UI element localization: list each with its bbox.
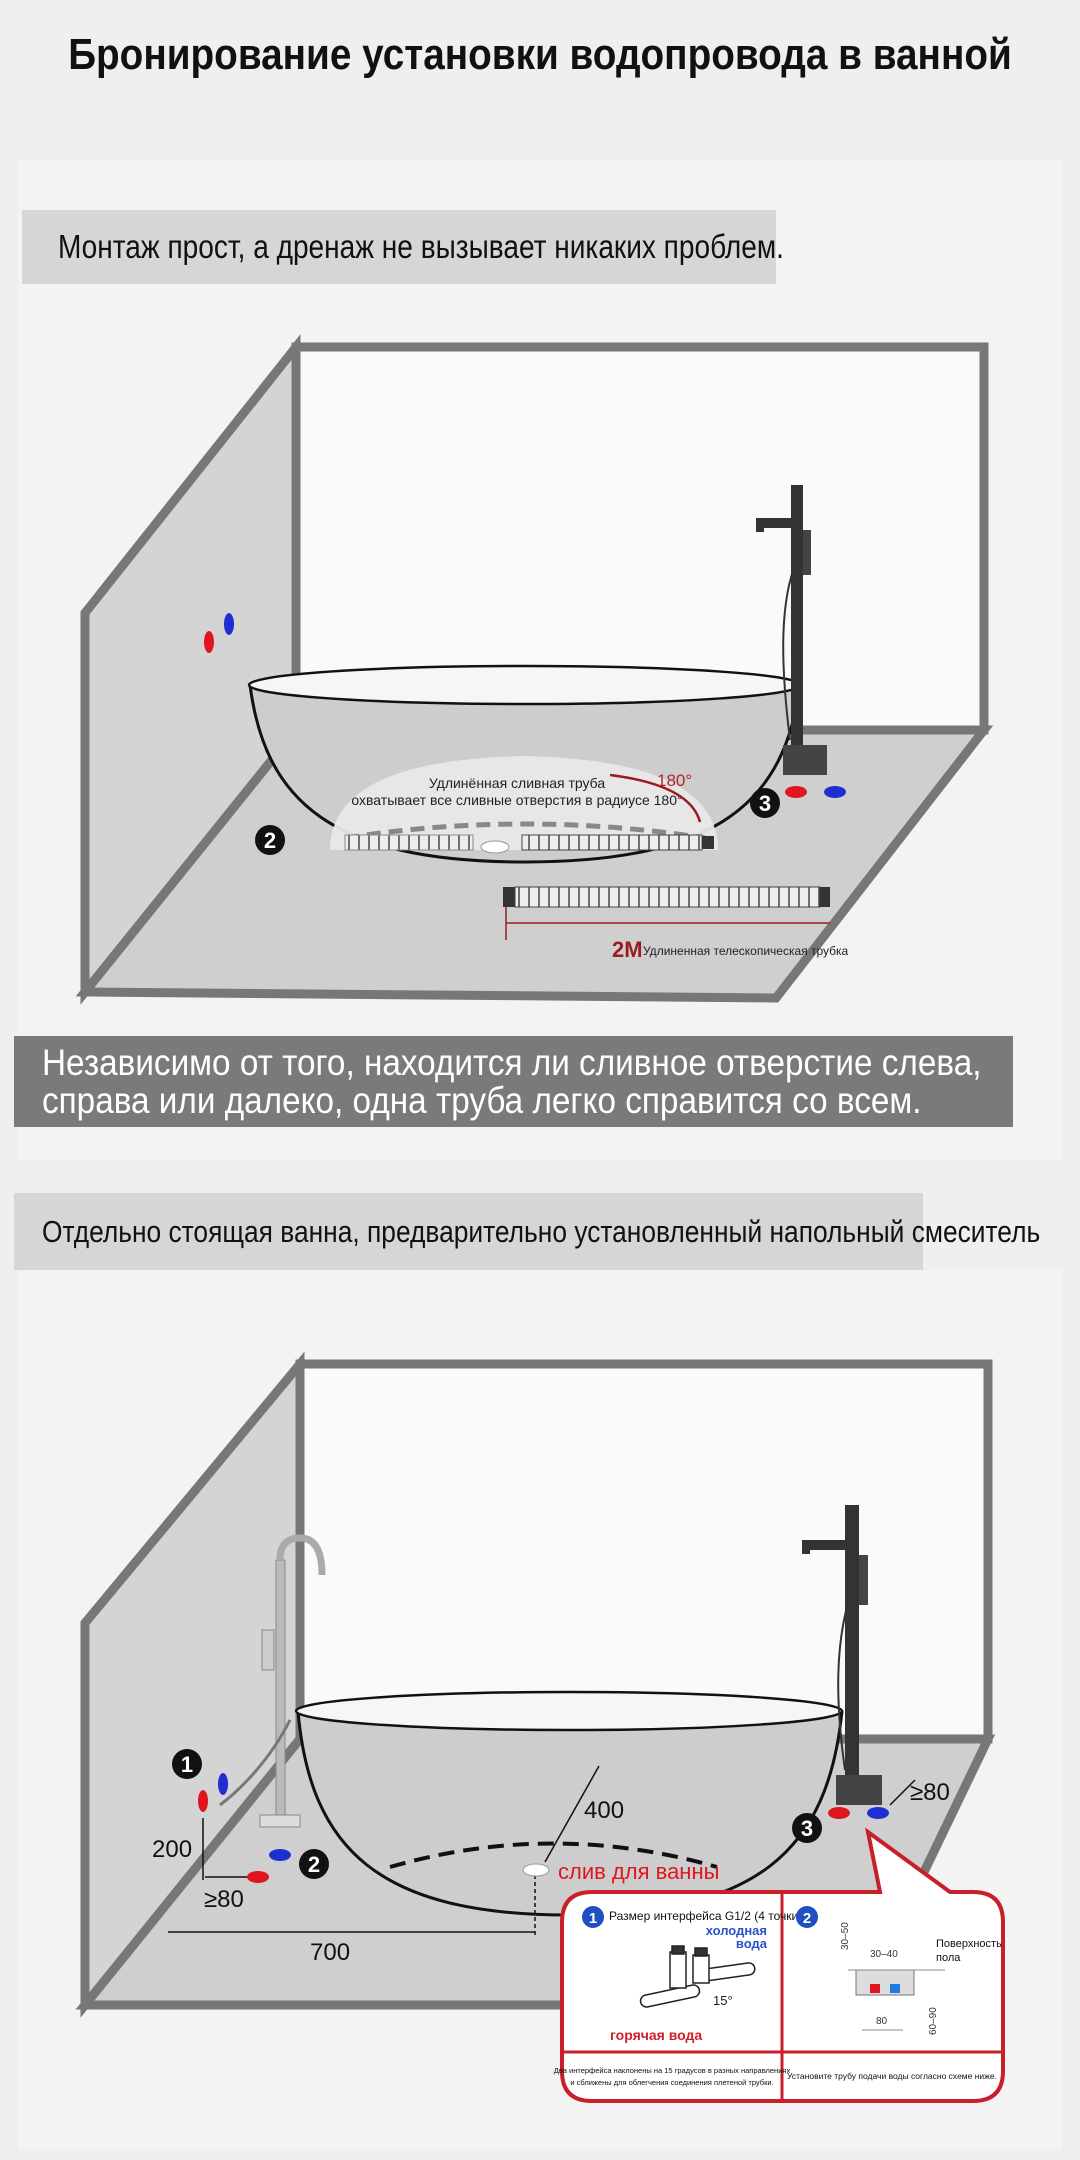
rotation-arrow-icon: [609, 773, 702, 823]
svg-text:3: 3: [759, 791, 771, 816]
svg-text:60–90: 60–90: [928, 2007, 939, 2035]
drain-label: слив для ванны: [558, 1859, 719, 1884]
pipe-right: [521, 834, 703, 851]
banner-line1: Независимо от того, находится ли сливное…: [42, 1042, 982, 1083]
section1-label-text: Монтаж прост, а дренаж не вызывает никак…: [58, 228, 784, 265]
floor-faucet-black: [756, 485, 827, 775]
bathtub-rim: [247, 664, 803, 706]
cold-water-outlet-icon: [218, 1773, 228, 1795]
svg-text:Два интерфейса наклонены на 15: Два интерфейса наклонены на 15 градусов …: [554, 2066, 791, 2075]
callout-number-1-icon: [582, 1906, 604, 1928]
pipe-connector-drawing: [639, 1945, 756, 2008]
rotation-angle: 180°: [657, 771, 692, 790]
dome-text-line1: Удлинённая сливная труба: [429, 775, 606, 791]
dim-400-arrow: [544, 1765, 600, 1863]
dim-400: 400: [584, 1797, 624, 1824]
marker-3-icon: [792, 1813, 822, 1843]
svg-text:3: 3: [801, 1816, 813, 1841]
svg-text:80: 80: [876, 2016, 888, 2027]
cold-water-outlet-icon: [224, 613, 234, 635]
svg-text:2: 2: [308, 1852, 320, 1877]
dim-200: 200: [152, 1836, 192, 1863]
floor-recess-drawing: [848, 1969, 945, 2031]
section2-label: Отдельно стоящая ванна, предварительно у…: [14, 1193, 1040, 1270]
svg-text:Установите трубу подачи воды с: Установите трубу подачи воды согласно сх…: [787, 2071, 997, 2081]
pipe-length: 2M: [612, 937, 643, 962]
back-wall: [295, 1359, 993, 1744]
hot-water-outlet-icon: [198, 1790, 208, 1812]
interface-size-title: Размер интерфейса G1/2 (4 точки): [609, 1909, 802, 1923]
pipe-swing-path: [344, 821, 706, 841]
drain-hole-icon: [522, 1863, 550, 1877]
marker-2-icon: [255, 825, 285, 855]
room1-diagram: Удлинённая сливная труба охватывает все …: [75, 334, 994, 1005]
cold-water-pad-icon: [824, 786, 846, 798]
cold-water-label: холодная: [706, 1923, 767, 1938]
hot-water-pad-icon: [785, 786, 807, 798]
hot-water-pad-icon: [247, 1871, 269, 1883]
banner-line2: справа или далеко, одна труба легко спра…: [42, 1080, 922, 1121]
page-title: Бронирование установки водопровода в ван…: [68, 30, 1012, 79]
pipe-caption: Удлиненная телескопическая трубка: [643, 944, 849, 958]
svg-text:30–50: 30–50: [840, 1922, 851, 1950]
marker-2-icon: [299, 1849, 329, 1879]
svg-text:2: 2: [803, 1910, 811, 1927]
callout-box: 1 Размер интерфейса G1/2 (4 точки) холод…: [554, 1827, 1005, 2103]
section1-label: Монтаж прост, а дренаж не вызывает никак…: [22, 210, 784, 284]
floor-faucet-chrome: [219, 1534, 326, 1828]
cold-water-pad-icon: [269, 1849, 291, 1861]
drain-hole-icon: [480, 840, 510, 854]
dome-text-line2: охватывает все сливные отверстия в радиу…: [351, 792, 682, 808]
svg-text:пола: пола: [936, 1952, 961, 1964]
marker-3-icon: [750, 788, 780, 818]
floor-faucet-black: [802, 1505, 882, 1805]
svg-text:1: 1: [589, 1910, 597, 1927]
svg-text:и сближены для облегчения соед: и сближены для облегчения соединения пле…: [570, 2078, 773, 2087]
pipe-left-ghost: [344, 834, 474, 851]
dim-700: 700: [310, 1939, 350, 1966]
telescopic-pipe: [514, 886, 821, 908]
room2-diagram: 1 200 ≥80 2 700 400 слив для ванны 3: [75, 1351, 996, 2018]
svg-text:30–40: 30–40: [870, 1949, 898, 1960]
svg-text:1: 1: [181, 1752, 193, 1777]
floor-surface-label: Поверхность: [936, 1938, 1002, 1950]
cold-water-pad-icon: [867, 1807, 889, 1819]
dim-80-right: ≥80: [910, 1779, 950, 1806]
tilt-angle: 15°: [713, 1993, 733, 2008]
hot-water-outlet-icon: [204, 631, 214, 653]
dim-80-left: ≥80: [204, 1886, 244, 1913]
bathtub-rim: [294, 1690, 844, 1732]
marker-1-icon: [172, 1749, 202, 1779]
hot-water-pad-icon: [828, 1807, 850, 1819]
section2-label-text: Отдельно стоящая ванна, предварительно у…: [42, 1213, 1041, 1249]
hot-water-label: горячая вода: [610, 2027, 702, 2043]
svg-text:2: 2: [264, 828, 276, 853]
info-banner: Независимо от того, находится ли сливное…: [14, 1036, 1013, 1127]
callout-number-2-icon: [796, 1906, 818, 1928]
svg-text:вода: вода: [736, 1936, 768, 1951]
drain-radius-arc: [389, 1841, 718, 1869]
